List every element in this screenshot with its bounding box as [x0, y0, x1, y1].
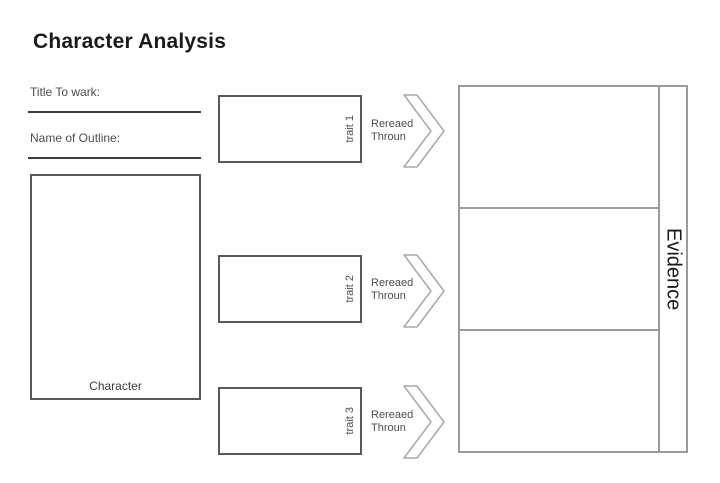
trait-3-box: trait 3 [218, 387, 362, 455]
trait-1-label: trait 1 [344, 115, 356, 143]
trait-2-box: trait 2 [218, 255, 362, 323]
arrow-1-text-line2: Throun [371, 131, 406, 143]
trait-1-label-wrap: trait 1 [343, 97, 357, 161]
arrow-1-text: Rereaed Throun [371, 118, 414, 144]
evidence-row-1 [460, 87, 658, 209]
chevron-arrow-icon [403, 254, 445, 328]
evidence-row-3 [460, 331, 658, 451]
evidence-panel: Evidence [458, 85, 688, 453]
evidence-row-2 [460, 209, 658, 331]
evidence-label: Evidence [662, 227, 685, 311]
page-title: Character Analysis [33, 30, 227, 53]
arrow-3-text: Rereaed Throun [371, 409, 414, 435]
chevron-arrow-icon [403, 385, 445, 459]
trait-2-label-wrap: trait 2 [343, 257, 357, 321]
arrow-3-text-line1: Rereaed [371, 409, 414, 421]
trait-1-box: trait 1 [218, 95, 362, 163]
trait-3-label-wrap: trait 3 [343, 389, 357, 453]
arrow-1-text-line1: Rereaed [371, 118, 414, 130]
evidence-rows [460, 87, 658, 451]
arrow-2-text-line1: Rereaed [371, 277, 414, 289]
title-of-work-blank-line [28, 111, 201, 113]
chevron-arrow-icon [403, 94, 445, 168]
character-box: Character [30, 174, 201, 400]
name-of-outline-label: Name of Outline: [30, 131, 121, 145]
arrow-2-text: Rereaed Throun [371, 277, 414, 303]
trait-3-label: trait 3 [344, 407, 356, 435]
evidence-strip: Evidence [658, 87, 686, 451]
name-of-outline-blank-line [28, 157, 201, 159]
character-box-label: Character [89, 379, 142, 393]
arrow-3-text-line2: Throun [371, 422, 406, 434]
trait-2-label: trait 2 [344, 275, 356, 303]
title-of-work-label: Title To wark: [30, 85, 101, 99]
arrow-2-text-line2: Throun [371, 290, 406, 302]
